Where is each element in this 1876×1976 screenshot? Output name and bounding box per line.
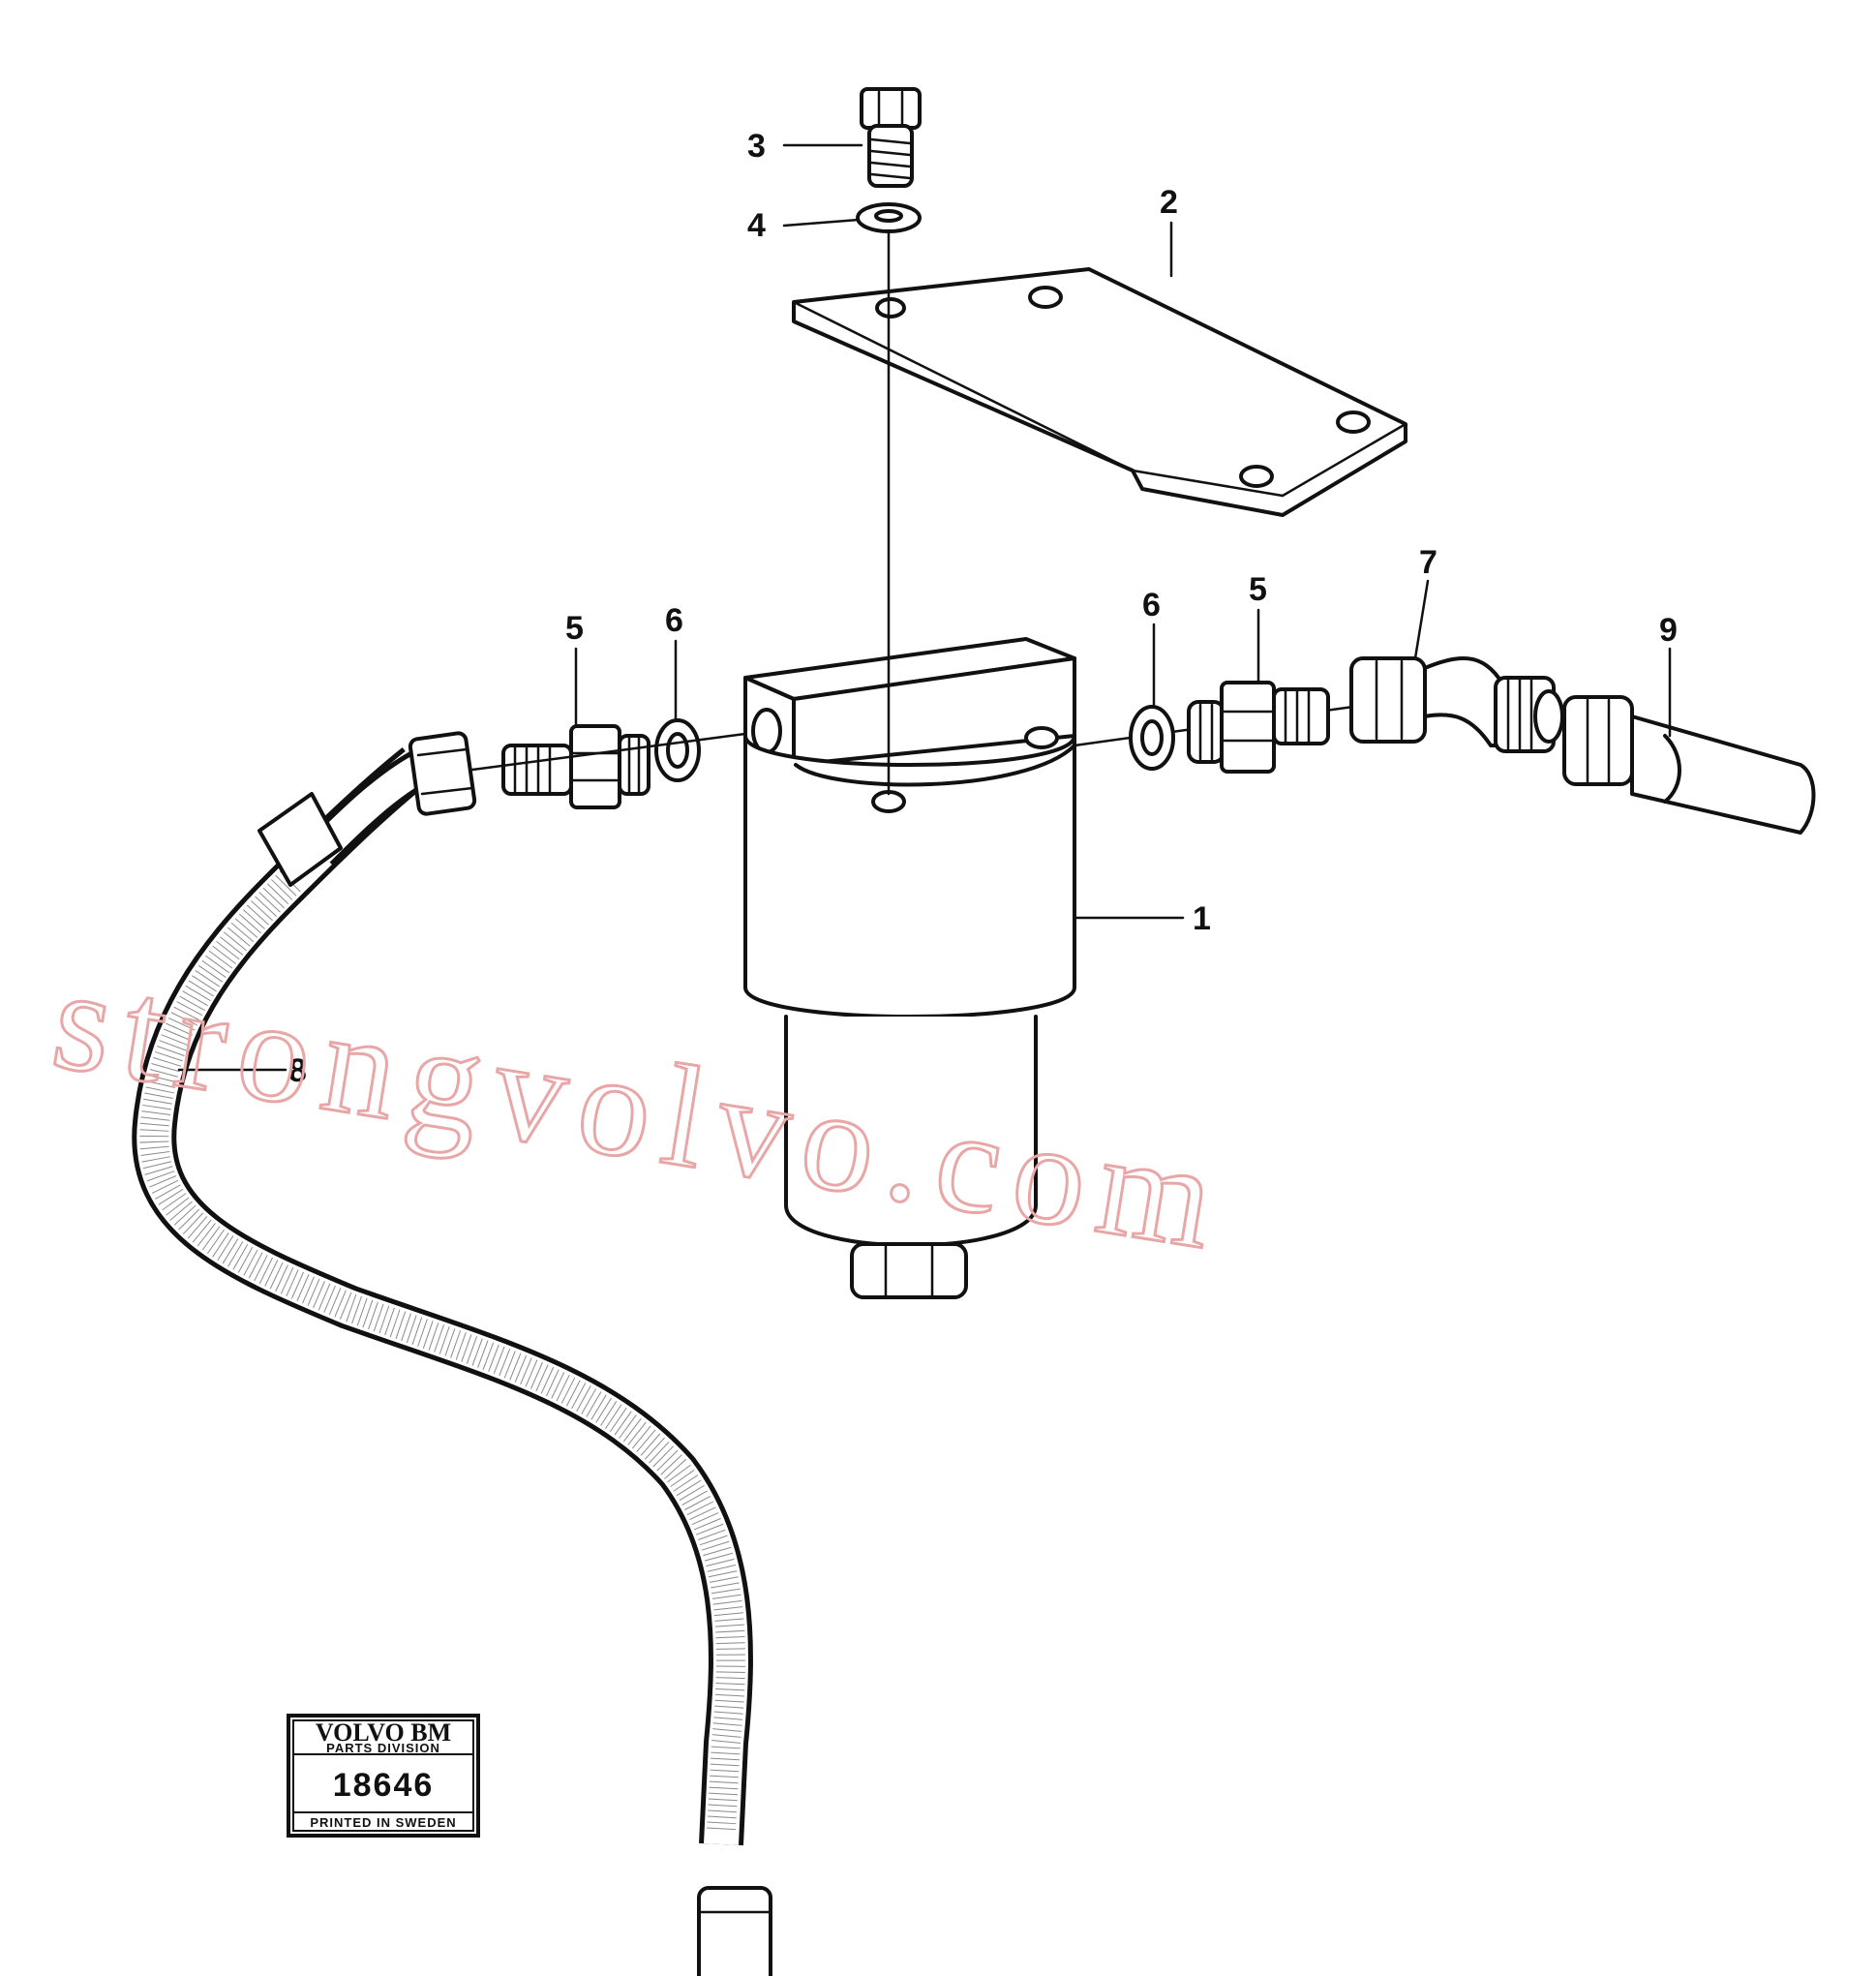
hose-ferrule-top: [257, 792, 343, 887]
washer-part-4: [856, 202, 922, 233]
callout-5-left: 5: [565, 610, 584, 647]
drain-nut: [850, 1242, 968, 1299]
callout-2: 2: [1160, 184, 1178, 221]
badge-division: PARTS DIVISION: [326, 1741, 440, 1755]
callout-1: 1: [1193, 900, 1211, 937]
hose-end-part-9: [1562, 695, 1816, 835]
leader-7: [1413, 579, 1430, 660]
filter-housing-part-1: [743, 637, 1076, 1299]
badge-printed: PRINTED IN SWEDEN: [310, 1815, 456, 1830]
hose-ferrule-bottom: [697, 1886, 772, 1976]
callout-6-right: 6: [1142, 587, 1161, 623]
leader-4: [782, 218, 861, 228]
left-nipple-part-5: [501, 724, 651, 809]
bracket-plate-part-2: [792, 267, 1407, 517]
callout-8: 8: [288, 1052, 307, 1089]
bolt-part-3: [860, 87, 922, 188]
callout-4: 4: [747, 207, 766, 244]
elbow-fitting-part-7: [1349, 656, 1564, 753]
callout-6-left: 6: [665, 602, 683, 639]
badge-number: 18646: [333, 1767, 435, 1804]
right-washer-part-6: [1129, 705, 1175, 771]
left-washer-part-6: [654, 718, 701, 782]
badge-brand: VOLVO BM: [316, 1718, 451, 1747]
left-hose-nut: [408, 731, 477, 816]
callout-5-right: 5: [1249, 571, 1267, 608]
callout-9: 9: [1659, 612, 1678, 649]
mount-hole-right: [1024, 726, 1059, 749]
left-axis-line: [470, 732, 747, 772]
volvo-bm-badge: VOLVO BM PARTS DIVISION 18646 PRINTED IN…: [287, 1714, 480, 1838]
callout-3: 3: [747, 128, 766, 165]
right-nipple-part-5: [1187, 681, 1330, 774]
callout-7: 7: [1419, 544, 1437, 581]
hose-assembly: [132, 747, 772, 1976]
